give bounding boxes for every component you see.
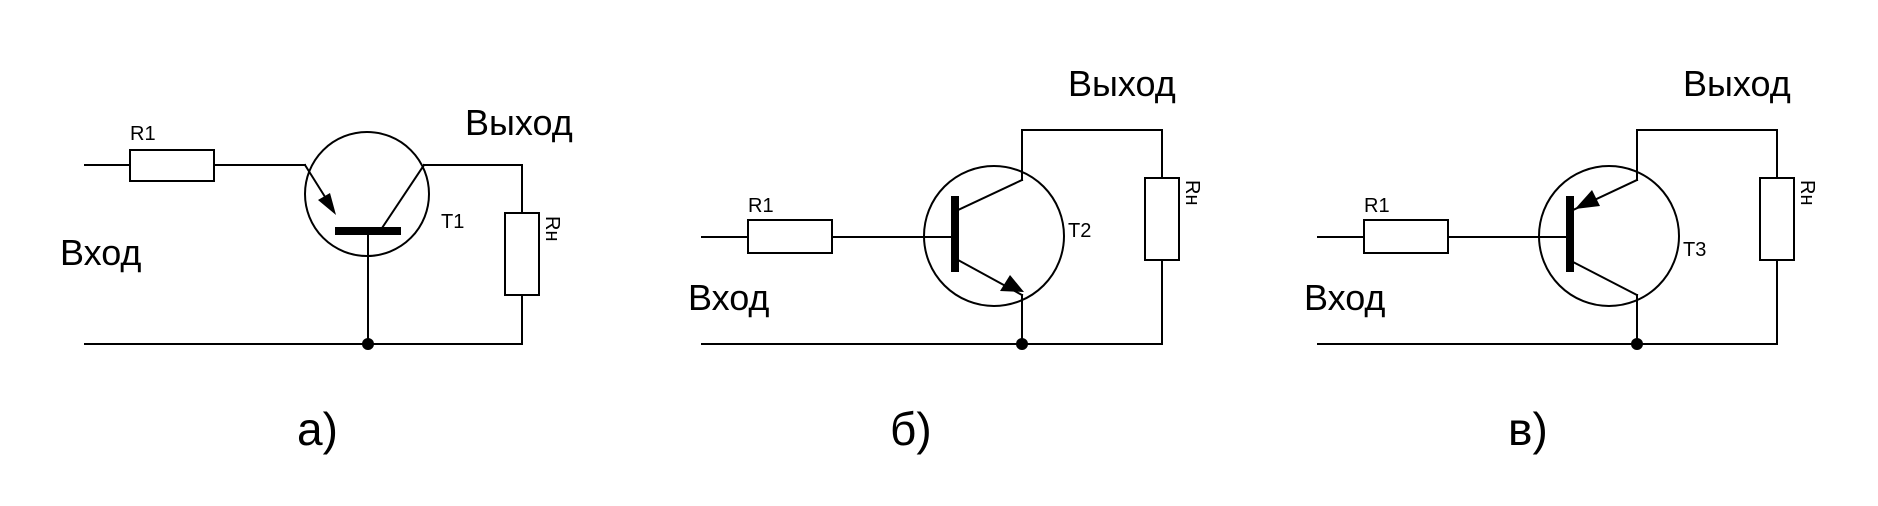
resistor-r1 bbox=[747, 219, 833, 254]
input-label: Вход bbox=[1304, 277, 1385, 318]
transistor-t3-base bbox=[1566, 196, 1574, 272]
resistor-load bbox=[1144, 177, 1180, 261]
transistor-label: T2 bbox=[1068, 220, 1091, 242]
transistor-label: T3 bbox=[1683, 239, 1706, 261]
emitter-arrow-icon bbox=[318, 193, 336, 215]
transistor-t2-body bbox=[923, 165, 1065, 307]
output-label: Выход bbox=[1683, 63, 1791, 104]
caption: б) bbox=[890, 403, 932, 455]
transistor-t1-base bbox=[335, 227, 401, 235]
resistor-r1-label: R1 bbox=[748, 195, 774, 217]
circuit-a: R1 T1 Rн Вход Выход a) bbox=[60, 102, 573, 455]
transistor-t2-base bbox=[951, 196, 959, 272]
caption: в) bbox=[1508, 403, 1548, 455]
emitter-arrow-icon bbox=[1575, 190, 1600, 209]
emitter-arrow-icon bbox=[1000, 275, 1024, 292]
caption: a) bbox=[297, 403, 338, 455]
load-label: Rн bbox=[1796, 180, 1818, 206]
transistor-label: T1 bbox=[441, 211, 464, 233]
input-label: Вход bbox=[688, 277, 769, 318]
resistor-load bbox=[1759, 177, 1795, 261]
resistor-r1-label: R1 bbox=[130, 123, 156, 145]
resistor-r1-label: R1 bbox=[1364, 195, 1390, 217]
transistor-t1-body bbox=[304, 131, 430, 257]
transistor-t1-collector bbox=[380, 163, 426, 230]
resistor-r1 bbox=[129, 149, 215, 182]
junction-dot bbox=[362, 338, 374, 350]
transistor-t2-collector bbox=[956, 178, 1024, 212]
load-label: Rн bbox=[541, 216, 563, 242]
transistor-t3-body bbox=[1538, 165, 1680, 307]
junction-dot bbox=[1016, 338, 1028, 350]
resistor-load bbox=[504, 212, 540, 296]
input-label: Вход bbox=[60, 232, 141, 273]
resistor-r1 bbox=[1363, 219, 1449, 254]
transistor-t3-collector bbox=[1571, 260, 1639, 297]
output-label: Выход bbox=[465, 102, 573, 143]
load-label: Rн bbox=[1181, 180, 1203, 206]
transistor-t1-emitter bbox=[303, 163, 329, 202]
circuit-c: R1 T3 Rн Вход Выход в) bbox=[1304, 63, 1818, 455]
output-label: Выход bbox=[1068, 63, 1176, 104]
junction-dot bbox=[1631, 338, 1643, 350]
circuit-b: R1 T2 Rн Вход Выход б) bbox=[688, 63, 1203, 455]
